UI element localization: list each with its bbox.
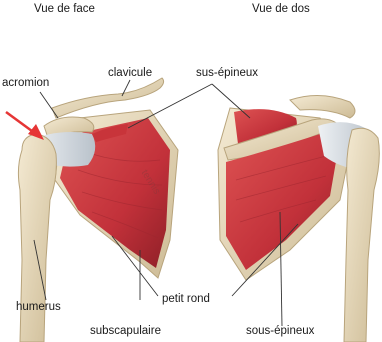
label-subscapulaire: subscapulaire bbox=[90, 326, 161, 338]
pointer-arrow bbox=[6, 112, 44, 140]
back-humerus-bone bbox=[344, 128, 379, 342]
label-humerus: humerus bbox=[16, 302, 61, 314]
label-clavicule: clavicule bbox=[108, 68, 152, 80]
label-acromion: acromion bbox=[2, 78, 49, 90]
front-view-title: Vue de face bbox=[34, 4, 95, 16]
label-petit-rond: petit rond bbox=[162, 294, 210, 306]
back-view-title: Vue de dos bbox=[252, 4, 310, 16]
label-sus-epineux: sus-épineux bbox=[196, 68, 258, 80]
back-clavicle-bone bbox=[290, 95, 355, 118]
label-sous-epineux: sous-épineux bbox=[246, 326, 314, 338]
back-view bbox=[218, 95, 379, 342]
